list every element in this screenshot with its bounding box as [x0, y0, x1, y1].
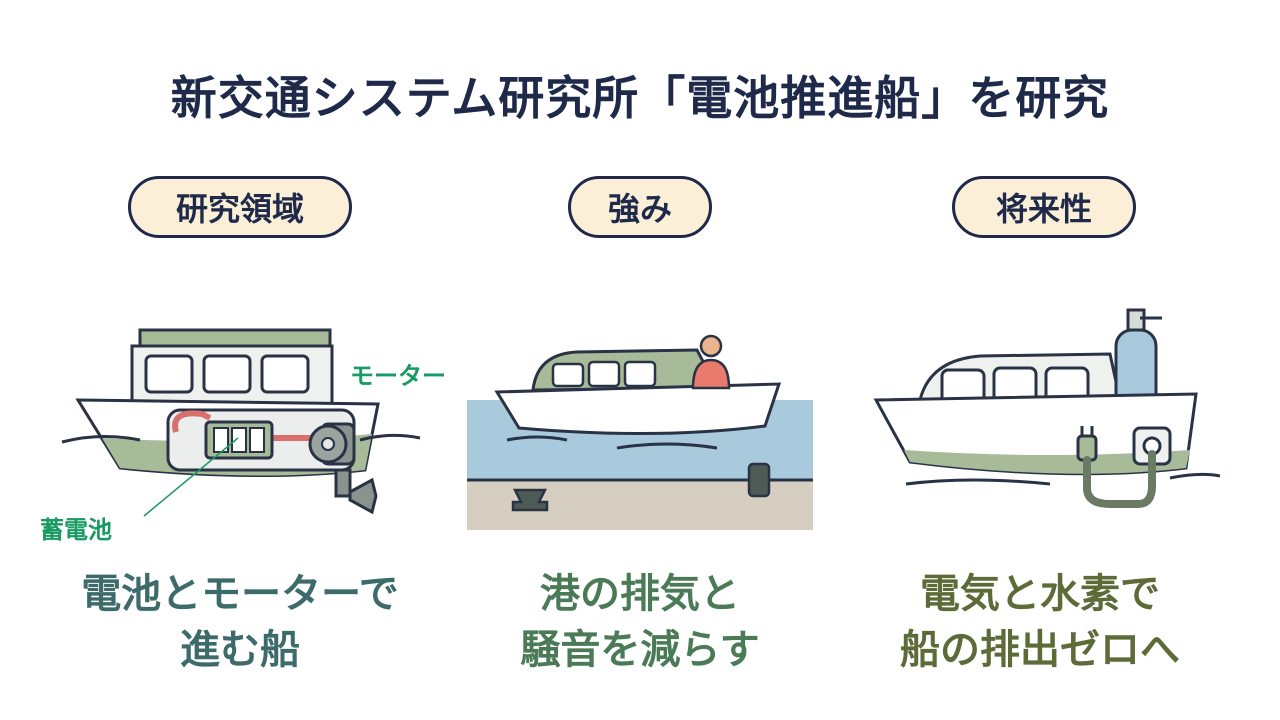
hydrogen-boat-illustration [873, 308, 1221, 508]
caption-line: 進む船 [180, 627, 300, 673]
hull-waterline [904, 450, 1190, 474]
caption-line: 騒音を減らす [520, 627, 760, 673]
caption-line: 電気と水素で [920, 571, 1160, 617]
caption-line: 船の排出ゼロへ [900, 627, 1180, 673]
water-line [905, 478, 1051, 486]
boat-hull [494, 382, 782, 436]
cabin-window [260, 354, 310, 394]
caption-research-area: 電池とモーターで 進む船 [40, 566, 440, 678]
tank-valve [1126, 308, 1146, 332]
heading-strength-text: 強み [607, 190, 672, 228]
page-title: 新交通システム研究所「電池推進船」を研究 [170, 71, 1110, 125]
prop-shaft [334, 468, 352, 498]
heading-future-text: 将来性 [995, 190, 1092, 228]
bollard-post [747, 462, 771, 498]
boat-roof [138, 328, 332, 348]
caption-line: 電池とモーターで [81, 571, 399, 617]
propeller [348, 477, 378, 515]
heading-research-area-text: 研究領域 [175, 190, 304, 228]
charging-cable [1083, 450, 1156, 508]
cabin-window [623, 360, 657, 388]
harbor-boat-illustration [467, 334, 813, 530]
cabin-window [551, 362, 585, 388]
cabin-window [144, 354, 194, 394]
battery-cell [249, 427, 265, 453]
battery-leader-line [143, 437, 239, 517]
caption-strength: 港の排気と 騒音を減らす [440, 566, 840, 678]
water-line [61, 434, 141, 444]
bollard [511, 488, 549, 512]
person-head [699, 334, 723, 358]
wave [616, 442, 718, 450]
caption-future: 電気と水素で 船の排出ゼロへ [840, 566, 1240, 678]
battery-cell [231, 427, 247, 453]
person-body [691, 358, 731, 390]
battery-boat-illustration [61, 328, 421, 517]
wave [506, 435, 568, 442]
heading-strength: 強み [568, 176, 712, 238]
motor-label: モーター [350, 362, 446, 390]
motor-hub [321, 437, 335, 451]
heading-research-area: 研究領域 [128, 176, 352, 238]
water-line [1169, 472, 1221, 480]
battery-label: 蓄電池 [40, 516, 112, 544]
cabin-window [202, 354, 252, 394]
cabin-window [587, 360, 621, 388]
heading-future: 将来性 [952, 176, 1136, 238]
caption-line: 港の排気と [540, 571, 740, 617]
water-line [359, 433, 421, 442]
